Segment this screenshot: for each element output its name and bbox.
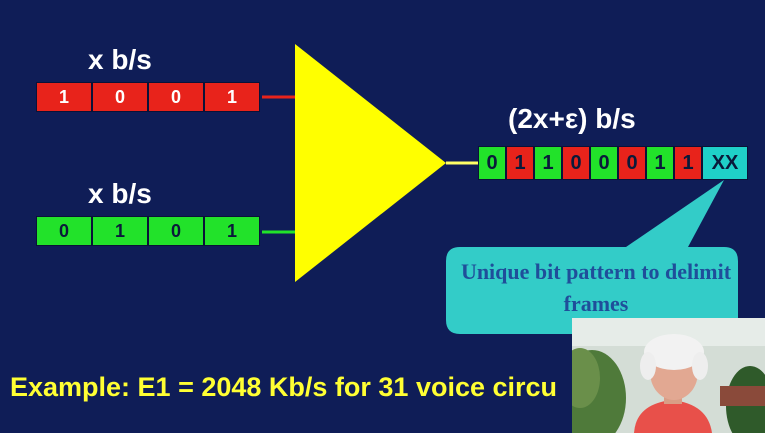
input-rate-label-top: x b/s <box>88 44 152 75</box>
output-bit-cell: 0 <box>618 146 646 180</box>
output-bit-cell: 0 <box>590 146 618 180</box>
input-bits-top: 1 0 0 1 <box>36 82 260 112</box>
multiplexer-triangle <box>295 44 446 282</box>
output-bit-cell: 1 <box>646 146 674 180</box>
presenter-hair <box>644 334 704 370</box>
input-rate-label-bottom: x b/s <box>88 178 152 209</box>
output-bit-cell: 0 <box>478 146 506 180</box>
bit-cell: 1 <box>36 82 92 112</box>
output-bit-cell: 1 <box>506 146 534 180</box>
bit-cell: 0 <box>148 216 204 246</box>
input-bits-bottom: 0 1 0 1 <box>36 216 260 246</box>
output-bit-cell: 1 <box>534 146 562 180</box>
bit-cell: 0 <box>36 216 92 246</box>
bit-cell: 0 <box>148 82 204 112</box>
bit-cell: 1 <box>92 216 148 246</box>
bit-cell: 1 <box>204 82 260 112</box>
house-roof <box>720 386 765 406</box>
framing-bits-cell: XX <box>702 146 748 180</box>
presenter-image <box>572 318 765 433</box>
bit-cell: 1 <box>204 216 260 246</box>
output-bit-cell: 0 <box>562 146 590 180</box>
output-bit-cell: 1 <box>674 146 702 180</box>
output-bits: 0 1 1 0 0 0 1 1 XX <box>478 146 748 180</box>
presenter-shirt <box>634 400 712 433</box>
bit-cell: 0 <box>92 82 148 112</box>
callout-text: Unique bit pattern to delimit frames <box>460 259 732 316</box>
presenter-video <box>572 318 765 433</box>
output-rate-label: (2x+ε) b/s <box>508 103 636 134</box>
example-text: Example: E1 = 2048 Kb/s for 31 voice cir… <box>10 372 558 402</box>
callout-balloon <box>446 180 738 334</box>
